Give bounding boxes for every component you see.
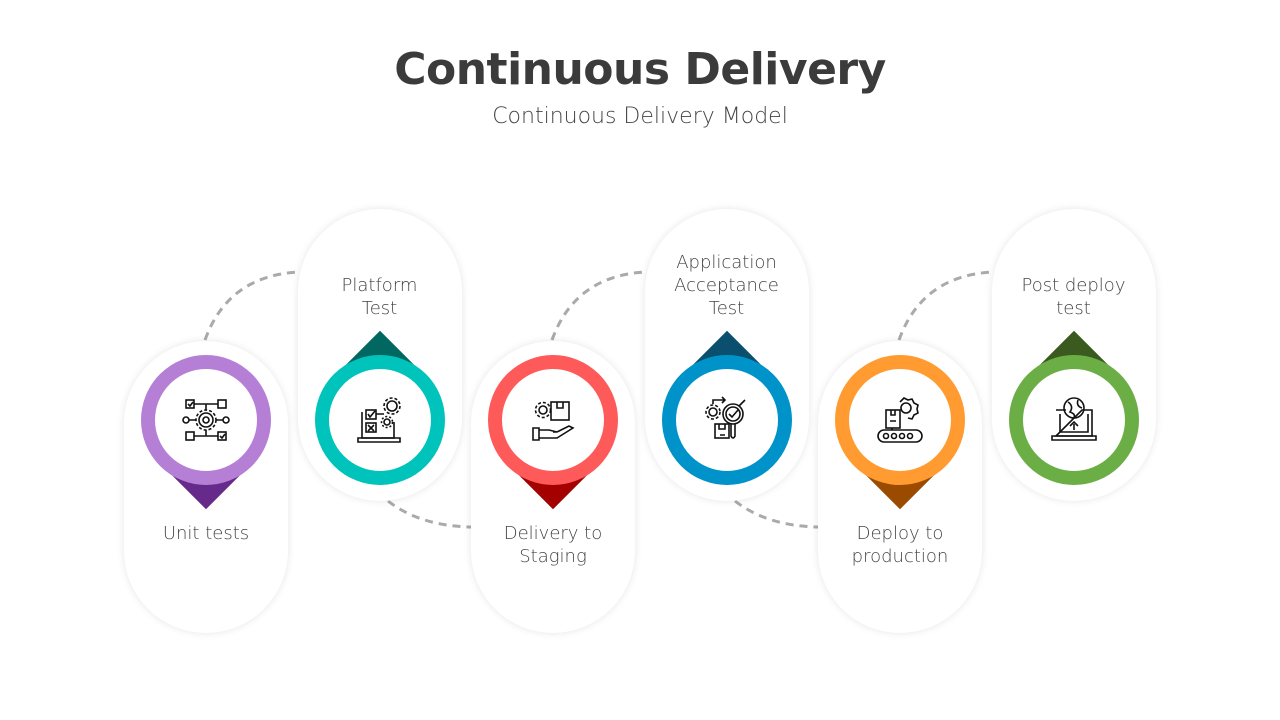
step-ring bbox=[488, 355, 618, 485]
conveyor-box-gear-icon bbox=[877, 397, 923, 443]
step-label: Platform Test bbox=[341, 275, 418, 319]
step-card: Unit tests bbox=[124, 341, 288, 633]
connector-top-3 bbox=[897, 270, 993, 341]
step-label: Delivery to Staging bbox=[503, 523, 603, 567]
connector-bottom-1 bbox=[387, 499, 472, 529]
step-label: Unit tests bbox=[162, 523, 250, 544]
step-card: Delivery to Staging bbox=[471, 341, 635, 633]
network-gear-icon bbox=[182, 399, 230, 441]
step-label: Post deploy test bbox=[1021, 275, 1126, 319]
magnifier-check-box-icon bbox=[704, 396, 746, 439]
connector-top-2 bbox=[550, 270, 646, 341]
page-title: Continuous Delivery bbox=[394, 44, 886, 95]
step-ring bbox=[141, 355, 271, 485]
step-ring bbox=[661, 355, 792, 485]
connector-bottom-2 bbox=[734, 499, 819, 529]
step-label: Application Acceptance Test bbox=[674, 252, 779, 319]
step-card: Deploy to production bbox=[818, 341, 982, 633]
laptop-globe-upload-icon bbox=[1050, 397, 1097, 441]
step-card: Application Acceptance Test bbox=[644, 209, 809, 501]
step-card: Post deploy test bbox=[991, 209, 1156, 501]
step-ring bbox=[835, 355, 965, 485]
step-label: Deploy to production bbox=[851, 523, 949, 567]
step-ring bbox=[314, 355, 445, 485]
step-card: Platform Test bbox=[297, 209, 462, 501]
connector-top-1 bbox=[203, 270, 299, 341]
hand-box-gear-icon bbox=[532, 401, 575, 441]
laptop-checklist-gear-icon bbox=[356, 397, 401, 443]
page-subtitle: Continuous Delivery Model bbox=[492, 104, 788, 129]
step-ring bbox=[1008, 355, 1139, 485]
